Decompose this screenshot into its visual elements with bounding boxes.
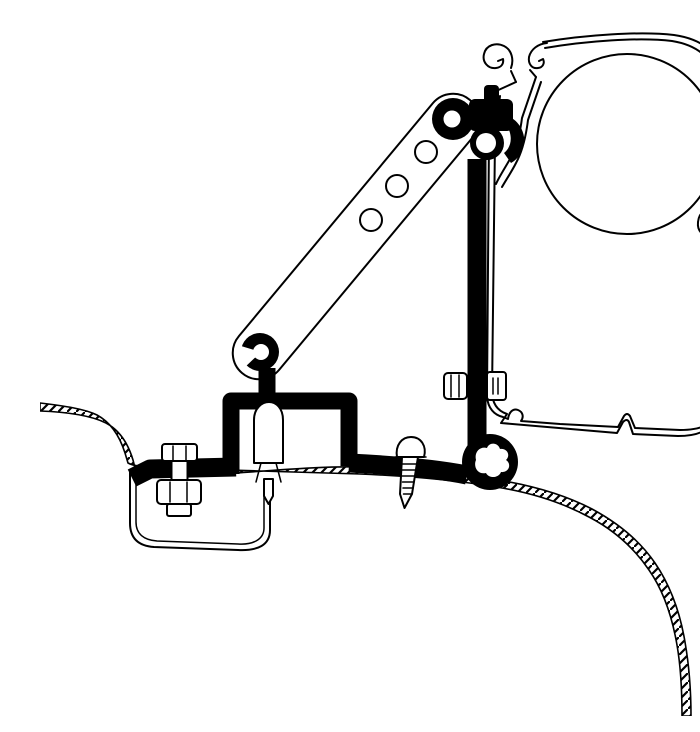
bolt-head [161,443,198,462]
roof-rail-box-section [129,469,271,552]
adjustment-bolt-head [443,372,468,400]
arm-hole-1 [359,208,383,232]
self-tapping-screw [394,436,427,509]
arm-hole-3 [414,140,438,164]
bolt-nut [156,479,202,505]
arm-hole-2 [385,174,409,198]
hex-bolt-with-nut [156,443,202,517]
clamp-cutout [475,443,510,478]
paper-background [40,16,700,716]
diagram-canvas [40,16,700,716]
bracket-cutouts [238,110,510,478]
case-hook-left [482,43,514,70]
expansion-plug [253,401,284,505]
bracket-head-hole [476,133,496,153]
awning-adapter-diagram [40,16,700,716]
top-pivot-hole [443,110,461,128]
adjustment-bolt [443,371,507,401]
slotted-nut [486,371,507,401]
case-hook-right [527,42,548,70]
screw-head [395,436,426,458]
bolt-end [166,503,192,517]
roller-tube [536,53,700,235]
bracket-case-hook [494,114,525,163]
rail-foot-left [127,457,237,487]
roof-bracket-box [222,392,358,474]
